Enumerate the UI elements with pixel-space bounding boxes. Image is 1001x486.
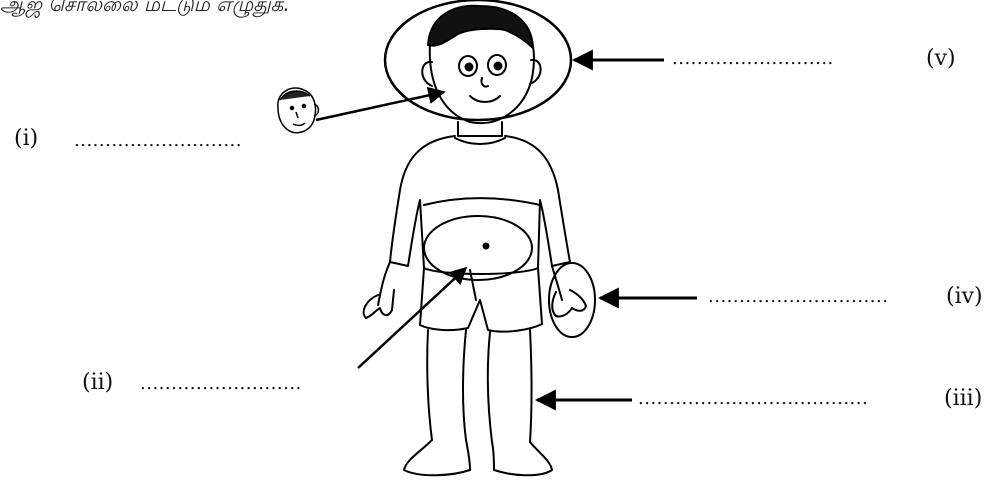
neck [458, 122, 502, 136]
arm-left [378, 262, 390, 305]
foot-right [492, 442, 552, 475]
label-ii: (ii) [82, 370, 113, 396]
shirt [390, 136, 570, 274]
label-i: (i) [14, 126, 38, 152]
nose [481, 78, 488, 87]
foot-left [404, 440, 470, 475]
shorts [420, 268, 542, 332]
answer-blank-i[interactable]: ........................... [74, 130, 242, 151]
answer-blank-ii[interactable]: .......................... [140, 373, 302, 394]
arrow-ii [358, 268, 466, 368]
answer-blank-iv[interactable]: ............................. [708, 286, 888, 307]
leg-left [427, 330, 432, 440]
label-iv: (iv) [946, 284, 983, 310]
label-v: (v) [926, 46, 956, 72]
hand-highlight-circle [549, 263, 595, 337]
boy-figure [364, 6, 586, 476]
answer-blank-v[interactable]: .......................... [672, 48, 834, 69]
label-iii: (iii) [944, 386, 982, 412]
belly [424, 216, 532, 280]
ear-inset-face [278, 88, 319, 133]
pointer-i [316, 92, 444, 120]
answer-blank-iii[interactable]: ..................................... [638, 388, 868, 409]
mouth [470, 96, 500, 102]
hair [428, 6, 533, 48]
hand-right [552, 290, 586, 317]
leg-right [488, 332, 492, 442]
